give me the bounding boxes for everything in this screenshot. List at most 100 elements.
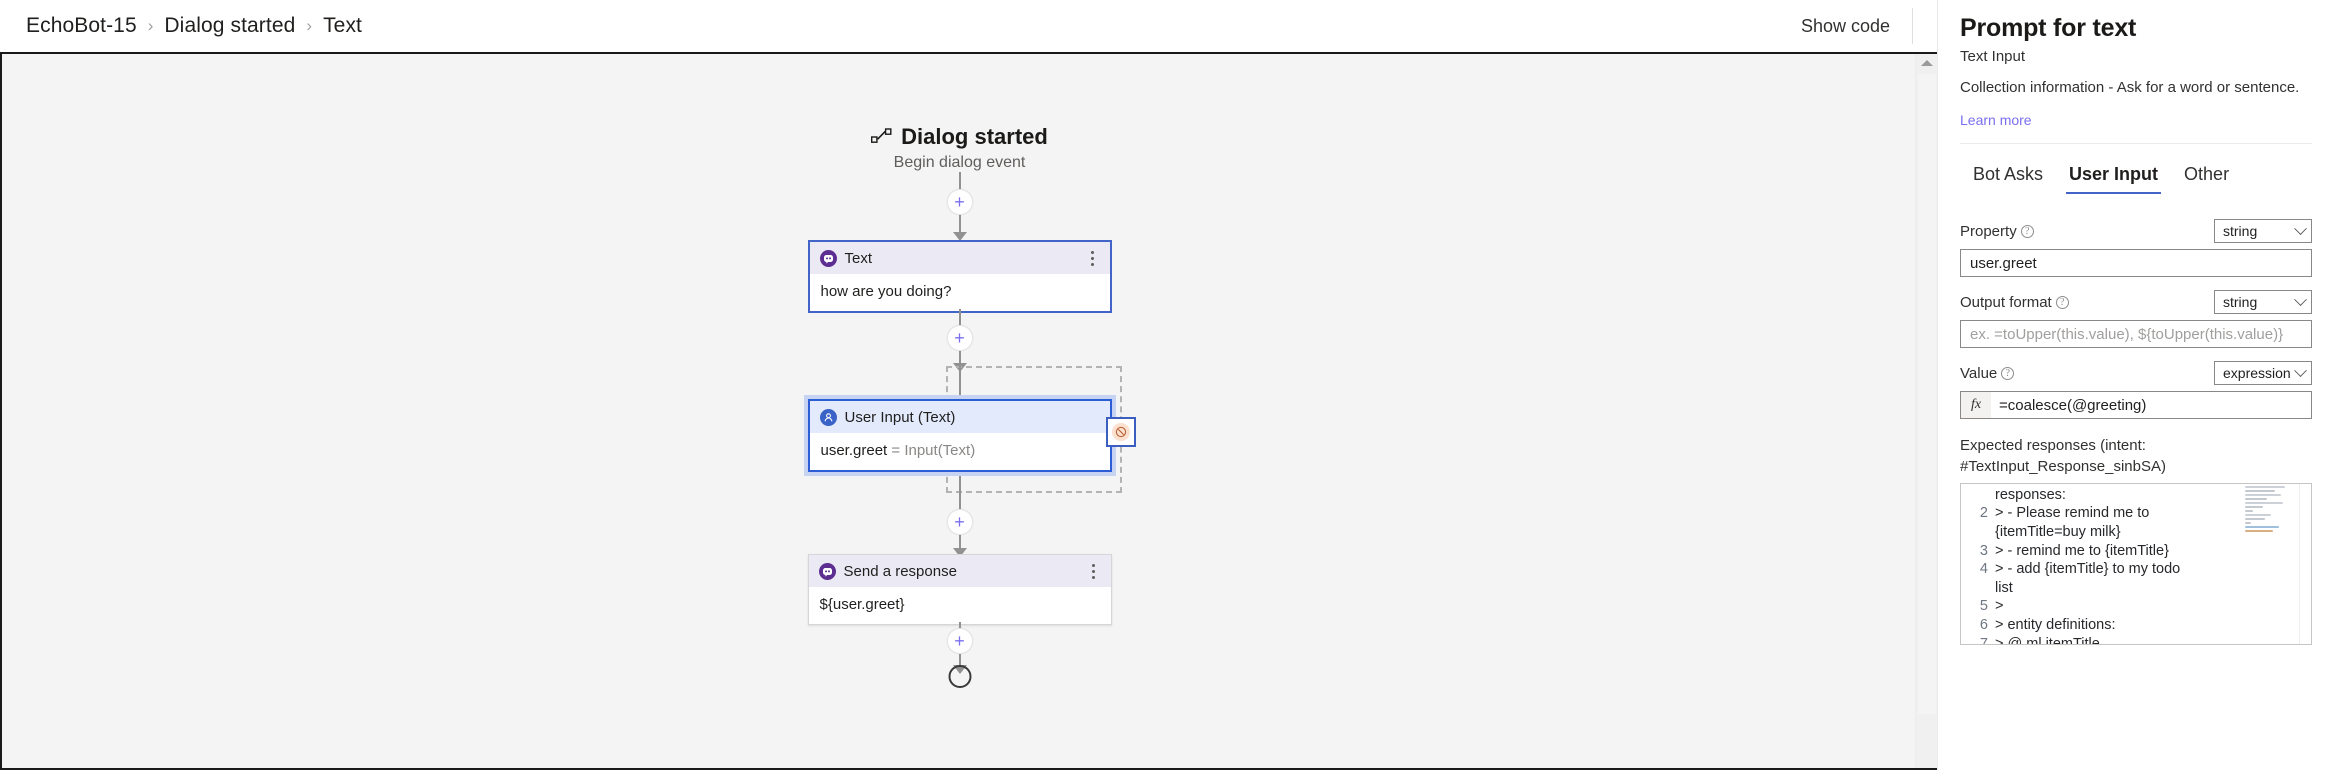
node-body: user.greet = Input(Text) bbox=[809, 433, 1110, 470]
editor-line: list bbox=[1961, 579, 2311, 598]
node-user-input[interactable]: User Input (Text) user.greet = Input(Tex… bbox=[807, 399, 1112, 472]
value-type-value: expression bbox=[2223, 365, 2291, 382]
fx-icon: fx bbox=[1961, 392, 1991, 419]
field-property-row: Property ? string bbox=[1960, 219, 2312, 244]
editor-line: 7> @ ml itemTitle bbox=[1961, 635, 2311, 645]
add-node-button[interactable]: + bbox=[946, 189, 973, 215]
line-number bbox=[1961, 579, 1995, 598]
editor-line: 2 > - Please remind me to bbox=[1961, 504, 2311, 523]
line-code: responses: bbox=[1995, 486, 2066, 503]
field-label-text: Property bbox=[1960, 222, 2017, 240]
add-node-button[interactable]: + bbox=[946, 628, 973, 654]
breadcrumb-item-trigger[interactable]: Dialog started bbox=[164, 14, 296, 37]
line-number: 7 bbox=[1979, 635, 1988, 645]
panel-header: Prompt for text Text Input Collection in… bbox=[1938, 0, 2334, 145]
trigger-subtitle: Begin dialog event bbox=[893, 154, 1026, 171]
value-expression-wrap: fx bbox=[1960, 391, 2312, 420]
line-number bbox=[1961, 523, 1995, 542]
editor-scrollbar[interactable] bbox=[2299, 483, 2311, 644]
panel-body: Property ? string Output format ? bbox=[1938, 196, 2334, 645]
panel-divider bbox=[1960, 143, 2312, 145]
value-type-select[interactable]: expression bbox=[2214, 361, 2312, 386]
dialog-canvas[interactable]: Dialog started Begin dialog event + bbox=[0, 52, 1937, 770]
trigger-event-icon bbox=[871, 124, 892, 150]
flow-end-node bbox=[948, 665, 971, 688]
scrollbar-thumb[interactable] bbox=[1918, 74, 1936, 714]
user-input-icon bbox=[819, 408, 837, 426]
expected-responses-editor[interactable]: responses: 2 > - Please remind me to {ite… bbox=[1960, 482, 2312, 645]
node-text-prompt[interactable]: Text how are you doing? bbox=[807, 240, 1112, 313]
add-node-button[interactable]: + bbox=[946, 325, 973, 351]
warning-icon bbox=[1112, 423, 1130, 441]
line-code: {itemTitle=buy milk} bbox=[1995, 523, 2121, 540]
field-output-format: Output format ? string bbox=[1960, 290, 2312, 349]
line-code: > - remind me to {itemTitle} bbox=[1995, 542, 2169, 559]
node-send-response[interactable]: Send a response ${user.greet} bbox=[807, 554, 1112, 625]
property-input[interactable] bbox=[1960, 249, 2312, 278]
node-title: User Input (Text) bbox=[844, 408, 956, 426]
info-icon[interactable]: ? bbox=[2020, 224, 2034, 238]
output-format-type-select[interactable]: string bbox=[2214, 290, 2312, 315]
field-property-label: Property ? bbox=[1960, 223, 2034, 240]
dialog-flow: Dialog started Begin dialog event + bbox=[2, 54, 1917, 768]
add-node-button[interactable]: + bbox=[946, 509, 973, 535]
breadcrumb-item-bot[interactable]: EchoBot-15 bbox=[26, 14, 137, 37]
editor-lines: responses: 2 > - Please remind me to {ite… bbox=[1961, 484, 2311, 645]
breadcrumb: EchoBot-15 › Dialog started › Text bbox=[22, 12, 366, 40]
field-output-format-label: Output format ? bbox=[1960, 294, 2069, 311]
learn-more-link[interactable]: Learn more bbox=[1960, 112, 2032, 129]
tab-user-input[interactable]: User Input bbox=[2056, 154, 2171, 196]
field-property: Property ? string bbox=[1960, 219, 2312, 278]
chevron-down-icon bbox=[2294, 364, 2307, 377]
breadcrumb-item-current[interactable]: Text bbox=[323, 14, 362, 37]
property-type-select[interactable]: string bbox=[2214, 219, 2312, 244]
properties-panel: Prompt for text Text Input Collection in… bbox=[1937, 0, 2334, 770]
editor-line: responses: bbox=[1961, 486, 2311, 505]
flow-arrow-icon bbox=[952, 232, 967, 241]
scroll-up-icon[interactable] bbox=[1920, 60, 1933, 66]
canvas-scrollbar[interactable] bbox=[1915, 54, 1937, 768]
line-code: > - Please remind me to bbox=[1995, 505, 2150, 522]
node-warning-button[interactable] bbox=[1106, 417, 1136, 447]
line-number: 3 bbox=[1979, 542, 1988, 559]
node-header: User Input (Text) bbox=[809, 401, 1110, 433]
line-code: list bbox=[1995, 579, 2013, 596]
chevron-down-icon bbox=[2294, 293, 2307, 306]
expected-responses-label: Expected responses (intent: #TextInput_R… bbox=[1960, 436, 2312, 477]
field-value: Value ? expression fx bbox=[1960, 361, 2312, 420]
node-title: Text bbox=[844, 249, 873, 267]
editor-line: 4 > - add {itemTitle} to my todo bbox=[1961, 560, 2311, 579]
node-header: Send a response bbox=[808, 555, 1111, 587]
line-number: 6 bbox=[1979, 616, 1988, 633]
expected-responses-label-line2: #TextInput_Response_sinbSA) bbox=[1960, 457, 2166, 475]
node-menu-icon[interactable] bbox=[1085, 561, 1103, 581]
line-code: > entity definitions: bbox=[1995, 616, 2116, 633]
line-code: > - add {itemTitle} to my todo bbox=[1995, 561, 2181, 578]
node-menu-icon[interactable] bbox=[1084, 248, 1102, 268]
editor-line: 3 > - remind me to {itemTitle} bbox=[1961, 542, 2311, 561]
bot-response-icon bbox=[819, 249, 837, 267]
tab-other[interactable]: Other bbox=[2184, 164, 2230, 185]
show-code-button[interactable]: Show code bbox=[1800, 15, 1890, 36]
value-expression-input[interactable] bbox=[1991, 392, 2311, 419]
panel-tabs: Bot Asks User Input Other bbox=[1938, 154, 2334, 196]
chevron-down-icon bbox=[2294, 222, 2307, 235]
flow-arrow-icon bbox=[952, 548, 967, 557]
editor-minimap[interactable] bbox=[2245, 485, 2289, 538]
trigger-title: Dialog started bbox=[901, 124, 1048, 149]
trigger-title-row: Dialog started bbox=[871, 124, 1048, 150]
line-number: 5 bbox=[1979, 598, 1988, 615]
trigger-node[interactable]: Dialog started Begin dialog event bbox=[2, 124, 1917, 172]
chevron-right-icon: › bbox=[147, 16, 154, 35]
tab-bot-asks[interactable]: Bot Asks bbox=[1973, 164, 2044, 185]
field-output-format-row: Output format ? string bbox=[1960, 290, 2312, 315]
bot-response-icon bbox=[818, 562, 836, 580]
line-number: 4 bbox=[1979, 561, 1988, 578]
info-icon[interactable]: ? bbox=[2001, 366, 2015, 380]
field-label-text: Value bbox=[1960, 364, 1998, 382]
output-format-input[interactable] bbox=[1960, 320, 2312, 349]
field-value-row: Value ? expression bbox=[1960, 361, 2312, 386]
panel-description: Collection information - Ask for a word … bbox=[1960, 79, 2300, 96]
info-icon[interactable]: ? bbox=[2055, 295, 2069, 309]
line-number: 2 bbox=[1979, 505, 1988, 522]
